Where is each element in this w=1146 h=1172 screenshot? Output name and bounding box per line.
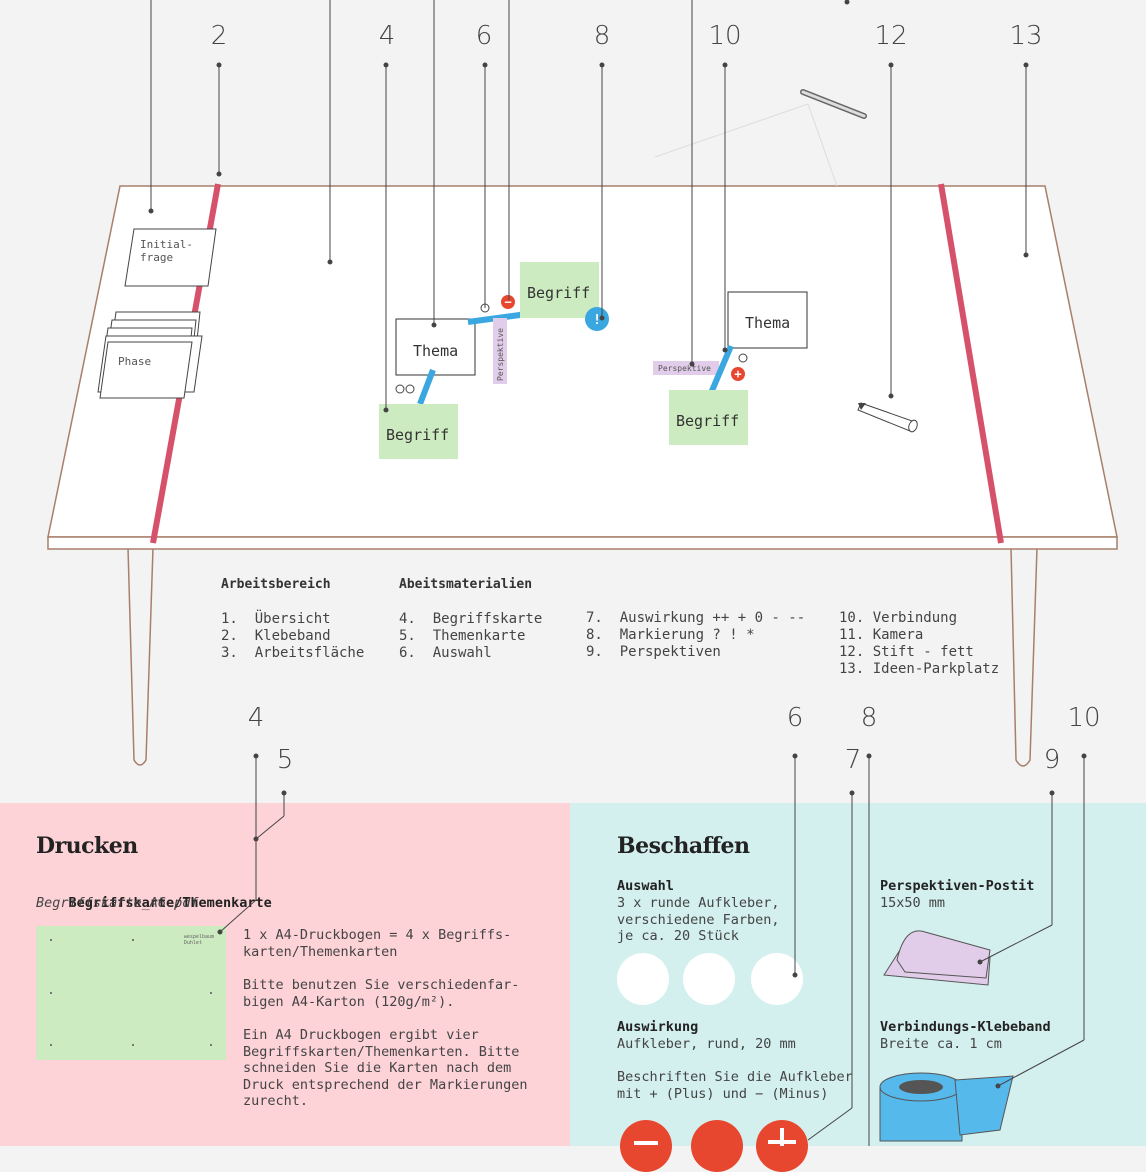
auswirkung-note: Beschriften Sie die Aufkleber mit + (Plu… [617, 1069, 853, 1102]
svg-text:Begriff: Begriff [386, 426, 449, 444]
verbindung-text: Breite ca. 1 cm [880, 1036, 1002, 1052]
legend-col-2: Abeitsmaterialien 4. Begriffskarte 5. Th… [399, 576, 542, 662]
callout-b8: 8 [861, 703, 878, 733]
legend-item: 10. Verbindung [839, 610, 958, 626]
legend-col-1: Arbeitsbereich 1. Übersicht 2. Klebeband… [221, 576, 364, 662]
svg-text:!: ! [593, 313, 601, 328]
svg-text:+: + [734, 367, 741, 381]
auswirkung-heading: Auswirkung [617, 1019, 699, 1035]
print-para-3: Ein A4 Druckbogen ergibt vier Begriffska… [243, 1027, 528, 1109]
begriff-card-left: Begriff [379, 404, 458, 459]
legend-col-3: 7. Auswirkung ++ + 0 - -- 8. Markierung … [586, 610, 805, 661]
legend-heading-materialien: Abeitsmaterialien [399, 577, 533, 592]
legend-item: 1. Übersicht [221, 611, 331, 627]
legend-item: 12. Stift - fett [839, 644, 974, 660]
camera [654, 89, 867, 187]
callout-10: 10 [708, 21, 741, 51]
thema-card-left: Thema [395, 318, 476, 376]
legend-heading-arbeitsbereich: Arbeitsbereich [221, 577, 331, 592]
sheet-logo: wespelbaum Duhlet [183, 934, 214, 946]
begriff-card-right: Begriff [669, 390, 748, 445]
tape-right [938, 183, 1004, 544]
callout-b4: 4 [248, 703, 265, 733]
pen [857, 402, 918, 433]
phase-card-stack: Phase [97, 311, 203, 399]
print-panel: Drucken Begriffskarte/Themenkarte Begrif… [0, 803, 570, 1146]
svg-text:Perspektive: Perspektive [658, 364, 711, 373]
svg-text:−: − [504, 295, 511, 309]
svg-text:Begriff: Begriff [527, 284, 590, 302]
callout-numbers-bottom: 4 5 6 7 8 9 10 [248, 703, 1101, 775]
legend-item: 11. Kamera [839, 627, 924, 643]
initial-question-card: Initial- frage [124, 228, 217, 287]
plus-marker: + [731, 367, 745, 381]
table-illustration: Initial- frage Phase Thema Begriff Persp… [47, 0, 1118, 775]
callout-6: 6 [476, 21, 493, 51]
perspektiven-heading: Perspektiven-Postit [880, 878, 1035, 894]
callout-b6: 6 [787, 703, 804, 733]
svg-text:Thema: Thema [745, 314, 790, 332]
legend-item: 5. Themenkarte [399, 628, 526, 644]
legend-item: 4. Begriffskarte [399, 611, 543, 627]
callout-lines-top [148, 0, 1029, 413]
auswahl-text: 3 x runde Aufkleber, verschiedene Farben… [617, 895, 780, 944]
svg-text:Phase: Phase [118, 355, 151, 368]
auswirkung-text: Aufkleber, rund, 20 mm [617, 1036, 796, 1052]
callout-4: 4 [379, 21, 396, 51]
buy-title: Beschaffen [617, 833, 750, 859]
bang-marker: ! [585, 307, 609, 331]
callout-13: 13 [1009, 21, 1042, 51]
callout-numbers-top: 2 4 6 8 10 12 13 [211, 21, 1043, 51]
legend-col-4: 10. Verbindung 11. Kamera 12. Stift - fe… [839, 610, 999, 678]
buy-panel: Beschaffen Auswahl 3 x runde Aufkleber, … [570, 803, 1146, 1172]
svg-text:Perspektive: Perspektive [496, 328, 505, 381]
legend-item: 6. Auswahl [399, 645, 492, 661]
print-para-1: 1 x A4-Druckbogen = 4 x Begriffs- karten… [243, 927, 512, 960]
legend-item: 7. Auswirkung ++ + 0 - -- [586, 610, 806, 626]
auswahl-dots-left [395, 384, 415, 394]
legend-item: 2. Klebeband [221, 628, 331, 644]
callout-b9: 9 [1044, 745, 1061, 775]
perspektiven-text: 15x50 mm [880, 895, 946, 911]
callout-b7: 7 [845, 745, 862, 775]
print-sheet-preview: wespelbaum Duhlet [36, 926, 226, 1060]
minus-marker: − [501, 295, 515, 309]
callout-b5: 5 [277, 745, 294, 775]
auswahl-heading: Auswahl [617, 878, 674, 894]
perspektive-strip-left: Perspektive [493, 318, 507, 384]
callout-8: 8 [594, 21, 611, 51]
legend-item: 13. Ideen-Parkplatz [839, 661, 1000, 677]
svg-text:Initial-: Initial- [140, 238, 193, 251]
print-para-2: Bitte benutzen Sie verschiedenfar- bigen… [243, 977, 520, 1010]
legend-item: 8. Markierung ? ! * [586, 627, 755, 643]
perspektive-strip-right: Perspektive [653, 361, 719, 375]
svg-text:Thema: Thema [413, 342, 458, 360]
print-title: Drucken [36, 833, 138, 859]
table-legs [127, 547, 1038, 767]
callout-2: 2 [211, 21, 228, 51]
table-edge [47, 536, 1118, 550]
connector-left-1 [417, 368, 436, 406]
auswahl-dot-right [738, 353, 748, 363]
callout-b10: 10 [1067, 703, 1100, 733]
svg-text:frage: frage [140, 251, 173, 264]
begriff-card-top: Begriff [520, 262, 599, 318]
legend-item: 9. Perspektiven [586, 644, 721, 660]
verbindung-heading: Verbindungs-Klebeband [880, 1019, 1051, 1035]
svg-text:Begriff: Begriff [676, 412, 739, 430]
connector-right [708, 344, 734, 395]
print-file-name: Begriffskarte_A6.pdf [36, 895, 199, 911]
legend-item: 3. Arbeitsfläche [221, 645, 365, 661]
callout-12: 12 [874, 21, 907, 51]
thema-card-right: Thema [727, 291, 808, 349]
